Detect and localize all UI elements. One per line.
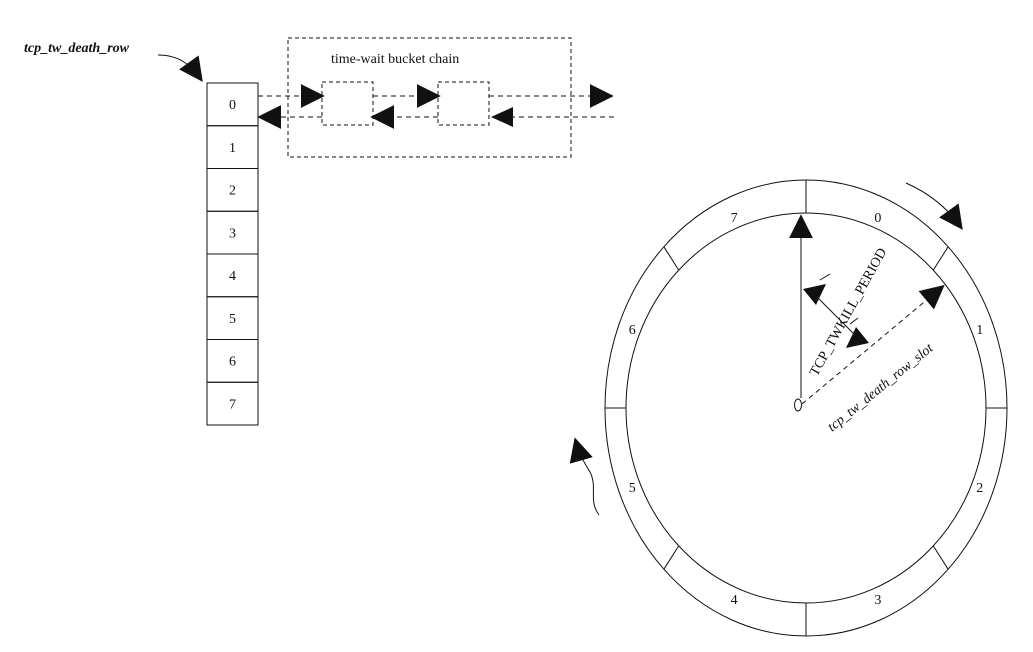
- wheel-slot-label: 5: [629, 481, 636, 496]
- period-span-line: [809, 289, 857, 337]
- bucket-chain-box: [287, 37, 572, 158]
- array-slot-label: 7: [229, 397, 236, 412]
- array-slot-label: 2: [229, 184, 236, 199]
- wheel-slot-dividers: [605, 180, 1007, 636]
- wheel-slot-divider: [932, 246, 949, 271]
- wheel-slot-divider: [932, 545, 949, 570]
- period-label: TCP_TWKILL_PERIOD: [807, 246, 890, 379]
- prev-link-arrowhead: [491, 107, 513, 127]
- array-slot-label: 0: [229, 98, 236, 113]
- wheel-slot-label: 6: [629, 323, 636, 338]
- array-slot-label: 6: [229, 355, 236, 370]
- slot-pointer-line: [801, 284, 945, 405]
- wheel-slot-divider: [663, 545, 680, 570]
- bucket-chain-label: time-wait bucket chain: [331, 52, 459, 67]
- death-row-label: tcp_tw_death_row: [24, 41, 130, 56]
- wheel-slot-label: 2: [976, 481, 983, 496]
- wheel-slot-divider: [663, 246, 680, 271]
- wheel-slot-label: 0: [874, 211, 881, 226]
- array-slot-label: 3: [229, 226, 236, 241]
- rotation-arrow-left: [569, 437, 600, 516]
- wheel-slot-label: 7: [731, 211, 738, 226]
- wheel-slot-label: 3: [874, 593, 881, 608]
- array-slot-label: 5: [229, 312, 236, 327]
- period-tick: [819, 273, 831, 281]
- timewait-bucket: [321, 81, 374, 126]
- array-slot-label: 4: [229, 269, 236, 284]
- wheel-slot-label: 1: [976, 323, 983, 338]
- period-tick: [849, 317, 859, 325]
- wheel-center-point: [794, 398, 802, 412]
- death-row-pointer-arrow: [157, 54, 203, 82]
- timer-wheel: 0 1 2 3 4 5 6 7: [604, 179, 1008, 637]
- period-arrow-end: [846, 327, 869, 348]
- wheel-slot-labels: 0 1 2 3 4 5 6 7: [629, 211, 983, 608]
- timewait-bucket: [437, 81, 490, 126]
- wheel-inner-ring: [625, 212, 987, 604]
- array-slot-label: 1: [229, 141, 236, 156]
- slot-pointer-label: tcp_tw_death_row_slot: [825, 340, 937, 435]
- array-slot-cell: [206, 381, 259, 426]
- death-row-array: 0 1 2 3 4 5 6 7: [206, 82, 259, 426]
- wheel-slot-label: 4: [731, 593, 738, 608]
- rotation-arrow-top-right: [905, 182, 963, 230]
